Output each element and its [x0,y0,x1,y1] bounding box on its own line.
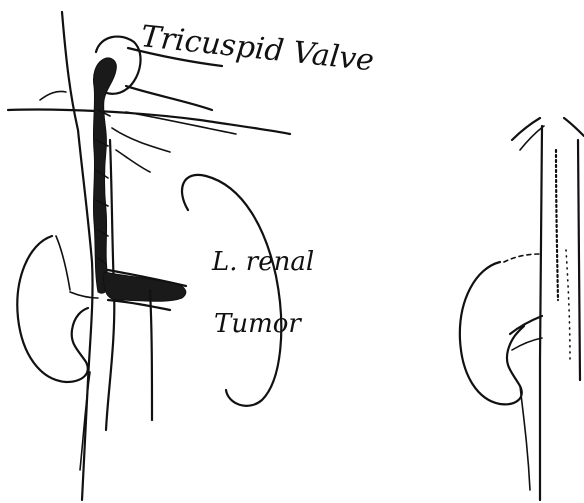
right-fig-ureter [520,386,530,490]
left-aorta-line [150,290,152,420]
branch-curve-2 [116,150,150,172]
right-renal-vein [70,292,98,298]
beaded-thrombus-line [556,150,558,300]
label-tricuspid-valve: Tricuspid Valve [139,19,375,78]
hepatic-curve-left [40,91,66,100]
right-fig-kidney-dash [504,254,540,262]
right-ivc-wall-left [540,126,542,500]
label-tumor: Tumor [214,309,302,339]
right-fig-kidney-outline [460,262,524,404]
right-fig-dots [566,250,570,360]
diaphragm-line [8,109,290,134]
right-top-stroke-left [512,118,540,140]
branch-curve-1 [112,128,170,152]
right-top-stroke-right [564,118,584,136]
right-kidney-outline [17,236,88,382]
atrium-lower-vessel [126,86,212,110]
right-kidney-hilum [56,236,70,290]
right-figure [460,118,584,500]
right-fig-renal-vein-lower [512,338,542,350]
label-left-renal: L. renal [211,247,314,277]
left-kidney-outline [182,175,281,406]
right-ivc-wall-right [578,140,580,380]
right-fig-renal-vein [510,316,542,334]
left-ivc-wall-left [62,12,93,500]
